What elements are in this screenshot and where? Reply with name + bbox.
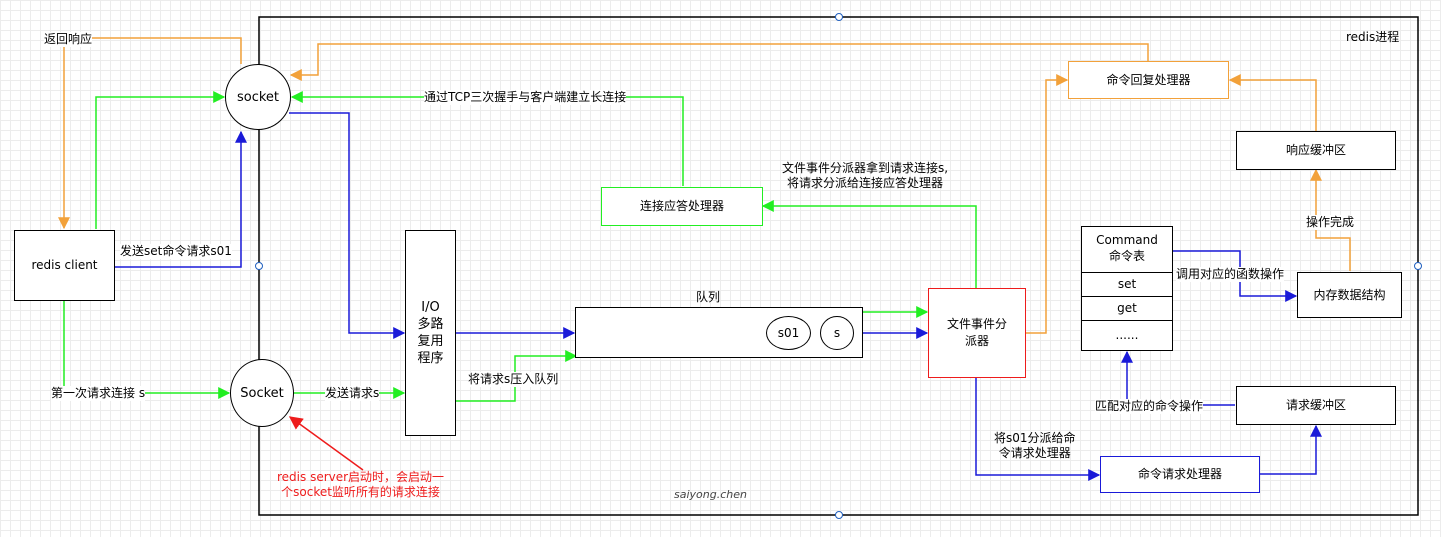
edge-handler-to-buffer: [1260, 424, 1322, 475]
command-row-get[interactable]: get: [1082, 296, 1172, 320]
memory-store-label: 内存数据结构: [1313, 287, 1386, 302]
edge-memory-to-buffer: [1310, 168, 1351, 271]
request-handler-label: 命令请求处理器: [1137, 467, 1222, 481]
file-dispatcher-node[interactable]: 文件事件分 派器: [928, 288, 1026, 378]
socket-bottom-node[interactable]: Socket: [230, 359, 294, 427]
queue-item-s[interactable]: s: [820, 316, 854, 350]
conn-handler-node[interactable]: 连接应答处理器: [601, 187, 763, 226]
file-dispatcher-line-1: 文件事件分: [946, 317, 1007, 331]
label-dispatch-s01: 将s01分派给命 令请求处理器: [994, 431, 1076, 461]
label-tcp-handshake: 通过TCP三次握手与客户端建立长连接: [424, 90, 627, 105]
watermark: saiyong.chen: [674, 488, 747, 501]
command-row-set-label: set: [1117, 277, 1137, 291]
io-line-2: 多路: [417, 317, 444, 332]
label-first-connect: 第一次请求连接 s: [51, 386, 146, 401]
queue-item-s01[interactable]: s01: [766, 316, 811, 350]
label-dispatch-conn-line-2: 将请求分派给连接应答处理器: [787, 176, 944, 190]
command-row-get-label: get: [1117, 301, 1137, 315]
socket-top-node[interactable]: socket: [225, 64, 291, 130]
edge-tcp-handshake: [290, 91, 684, 186]
command-table-node[interactable]: Command 命令表 set get ......: [1081, 226, 1173, 351]
command-row-more-label: ......: [1115, 328, 1139, 342]
label-server-note-line-1: redis server启动时，会启动一: [277, 470, 445, 484]
edge-socket-to-io: [289, 112, 406, 339]
container-title: redis进程: [1346, 30, 1400, 44]
io-multiplexer-node[interactable]: I/O 多路 复用 程序: [405, 230, 456, 436]
resize-handle-top[interactable]: [835, 13, 843, 21]
redis-client-node[interactable]: redis client: [14, 230, 115, 301]
label-op-done: 操作完成: [1306, 215, 1355, 230]
reply-handler-node[interactable]: 命令回复处理器: [1068, 61, 1229, 99]
command-row-set[interactable]: set: [1082, 272, 1172, 296]
command-table-header-en: Command: [1096, 233, 1158, 247]
label-server-note-line-2: 个socket监听所有的请求连接: [281, 485, 440, 499]
queue-title: 队列: [696, 290, 721, 304]
edge-dispatch-s01: [975, 378, 1101, 481]
file-dispatcher-line-2: 派器: [964, 334, 989, 348]
edge-first-connect: [63, 301, 231, 399]
edge-buffer-to-reply: [1228, 74, 1317, 131]
redis-client-label: redis client: [31, 258, 98, 272]
conn-handler-label: 连接应答处理器: [639, 199, 724, 213]
label-push-queue: 将请求s压入队列: [468, 372, 559, 387]
memory-store-node[interactable]: 内存数据结构: [1297, 272, 1402, 318]
label-server-note: redis server启动时，会启动一 个socket监听所有的请求连接: [277, 470, 444, 500]
edge-match-command: [1121, 350, 1235, 406]
edge-dispatch-conn: [761, 200, 977, 288]
socket-bottom-label: Socket: [240, 385, 284, 401]
response-buffer-label: 响应缓冲区: [1285, 143, 1346, 157]
label-send-request: 发送请求s: [325, 386, 380, 401]
edge-send-set: [114, 130, 247, 268]
label-return-response: 返回响应: [44, 32, 93, 47]
label-dispatch-conn: 文件事件分派器拿到请求连接s, 将请求分派给连接应答处理器: [782, 161, 948, 191]
queue-node[interactable]: [575, 307, 863, 358]
label-dispatch-conn-line-1: 文件事件分派器拿到请求连接s,: [782, 161, 949, 175]
resize-handle-left[interactable]: [255, 262, 263, 270]
queue-item-s01-label: s01: [777, 326, 800, 340]
resize-handle-right[interactable]: [1414, 262, 1422, 270]
request-buffer-label: 请求缓冲区: [1285, 398, 1346, 412]
label-dispatch-s01-line-1: 将s01分派给命: [994, 431, 1076, 445]
edge-reply-to-socket: [289, 43, 1149, 81]
command-row-more[interactable]: ......: [1082, 320, 1172, 350]
edge-return-response: [58, 37, 242, 230]
response-buffer-node[interactable]: 响应缓冲区: [1236, 131, 1396, 170]
io-line-1: I/O: [421, 300, 440, 315]
edge-client-to-socket: [95, 91, 226, 229]
label-dispatch-s01-line-2: 令请求处理器: [998, 446, 1071, 460]
edge-dispatcher-to-reply: [1026, 74, 1069, 334]
label-send-set-request: 发送set命令请求s01: [120, 244, 232, 259]
io-line-3: 复用: [417, 334, 444, 349]
request-handler-node[interactable]: 命令请求处理器: [1100, 456, 1260, 493]
edge-server-note: [288, 416, 364, 471]
resize-handle-bottom[interactable]: [835, 511, 843, 519]
request-buffer-node[interactable]: 请求缓冲区: [1236, 386, 1396, 425]
label-match-command: 匹配对应的命令操作: [1095, 399, 1204, 414]
io-line-4: 程序: [417, 351, 444, 366]
socket-top-label: socket: [236, 89, 280, 105]
command-table-header: Command 命令表: [1082, 232, 1172, 264]
command-table-header-cn: 命令表: [1108, 249, 1145, 263]
label-call-function: 调用对应的函数操作: [1176, 267, 1285, 282]
queue-item-s-label: s: [833, 326, 841, 340]
reply-handler-label: 命令回复处理器: [1106, 72, 1191, 87]
